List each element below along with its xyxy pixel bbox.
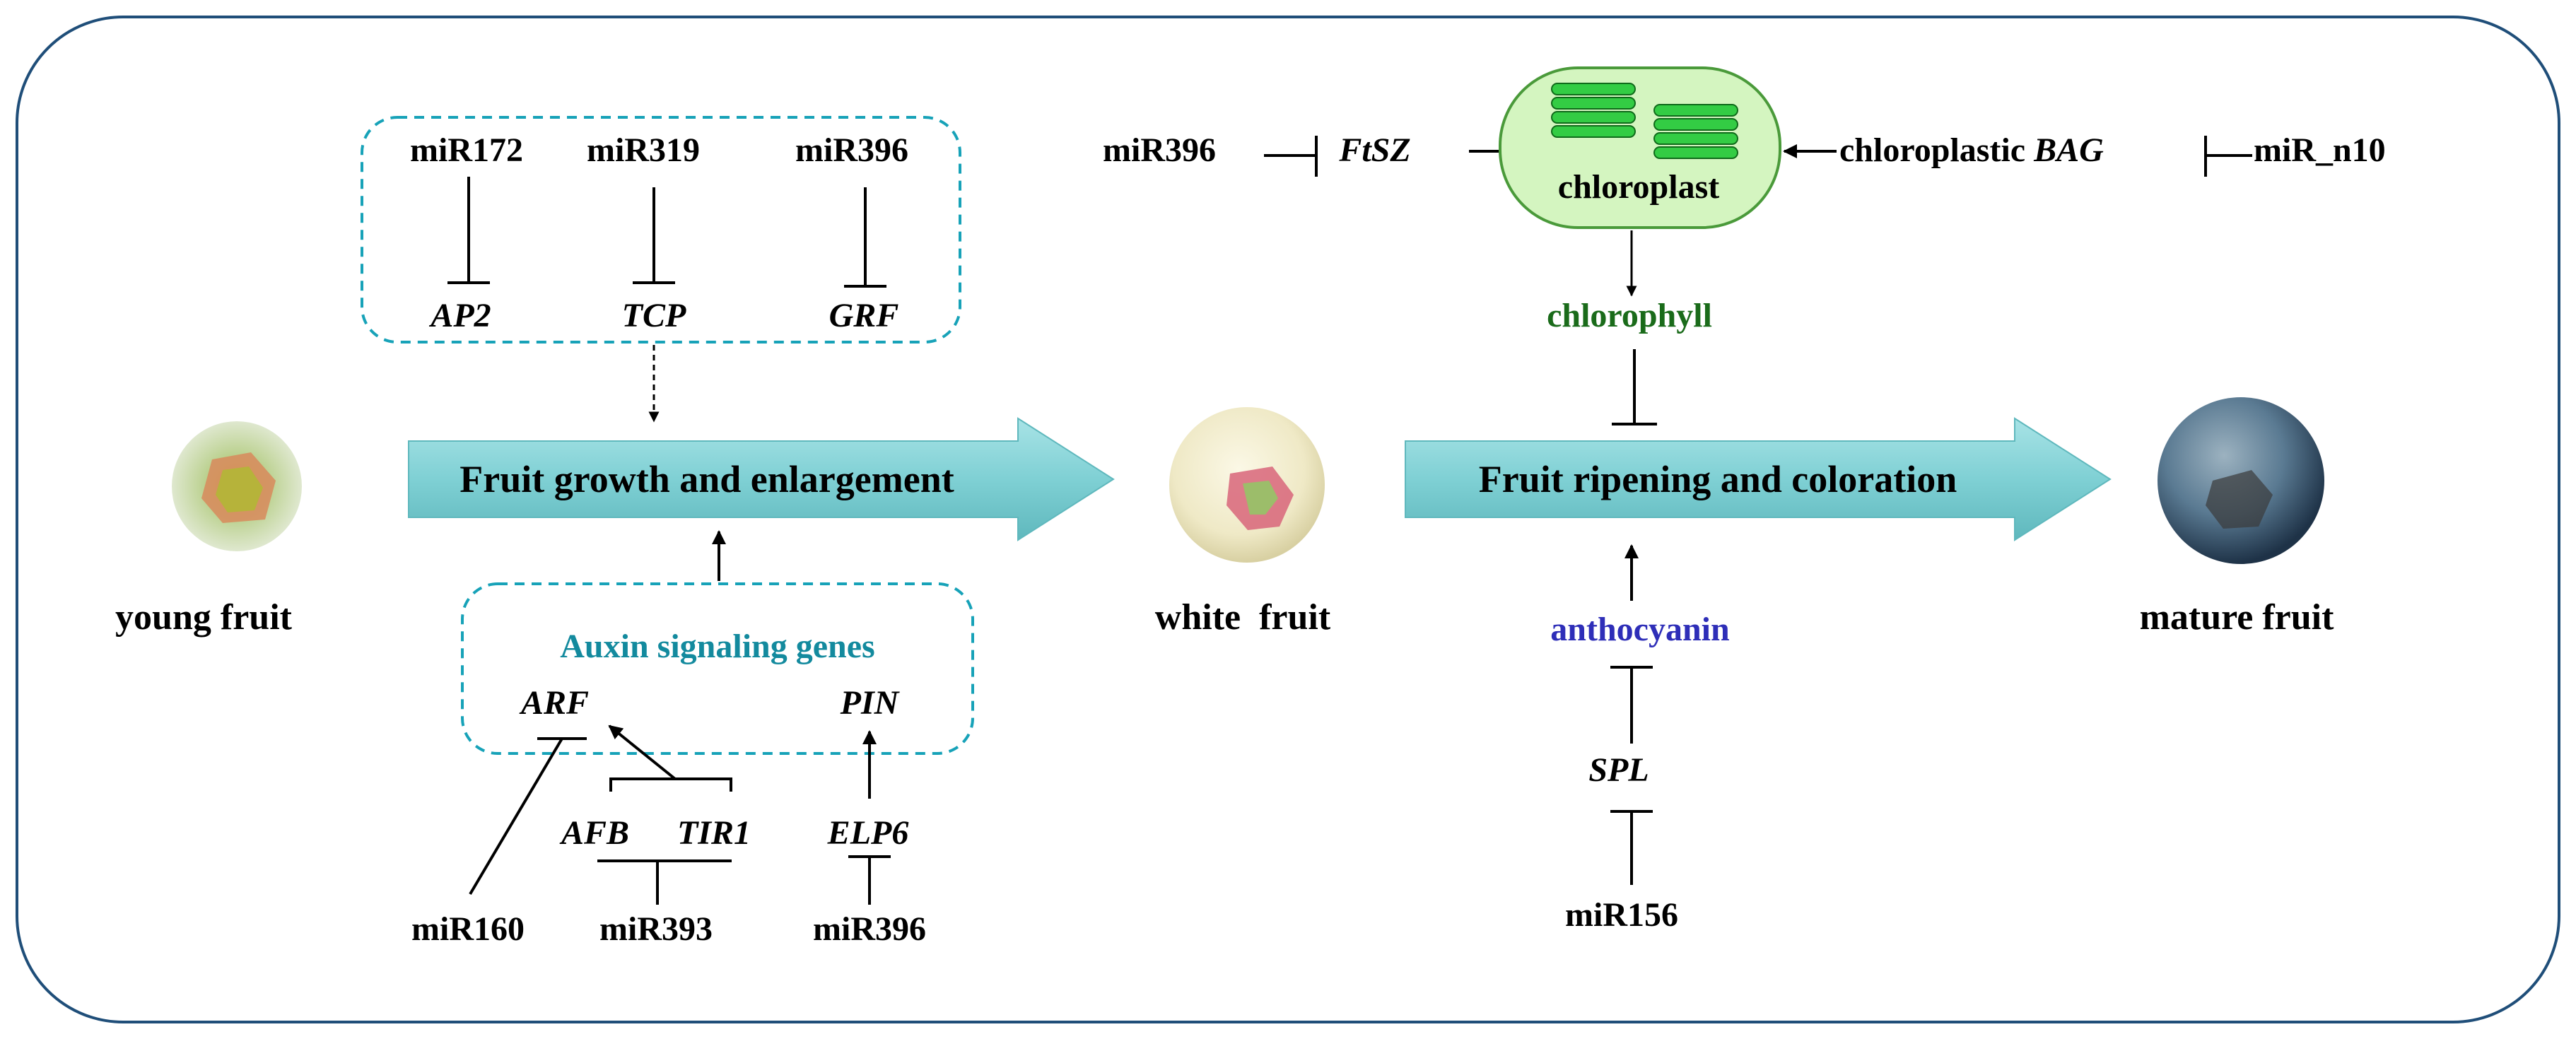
anthocyanin-label: anthocyanin — [1550, 611, 1729, 648]
chloroplast-label: chloroplast — [1558, 168, 1719, 206]
chloroplast-icon — [1499, 66, 1781, 229]
auxin-signaling-box — [461, 582, 974, 755]
mir156-spl-inhibition — [1610, 810, 1653, 885]
mir156-label: miR156 — [1565, 896, 1678, 934]
young-fruit-label: young fruit — [115, 597, 293, 638]
white-fruit-photo — [1169, 407, 1325, 563]
auxin-regulation-lines — [469, 724, 891, 905]
chloroplastic-bag-label: chloroplastic BAG — [1839, 131, 2104, 169]
elp6-gene: ELP6 — [827, 814, 909, 852]
ap2-gene: AP2 — [428, 297, 491, 334]
afb-gene: AFB — [559, 814, 629, 852]
chlorophyll-label: chlorophyll — [1547, 297, 1712, 334]
bag-gene: BAG — [2033, 131, 2104, 169]
white-fruit-label: white fruit — [1155, 597, 1331, 638]
thylakoid-stack-icon — [1551, 83, 1738, 159]
mature-fruit-label: mature fruit — [2140, 597, 2335, 638]
top-regulation-box — [361, 116, 961, 344]
mature-fruit-photo — [2158, 397, 2324, 564]
tir1-gene: TIR1 — [677, 814, 751, 852]
growth-arrow — [408, 417, 1115, 541]
spl-anthocyanin-inhibition — [1610, 666, 1653, 744]
mir396-top-label: miR396 — [795, 131, 908, 169]
growth-arrow-label: Fruit growth and enlargement — [459, 458, 954, 500]
mir160-label: miR160 — [411, 910, 525, 948]
chlorophyll-ripening-inhibition — [1612, 349, 1657, 425]
ripening-arrow — [1405, 417, 2112, 541]
young-fruit-photo — [172, 421, 302, 551]
spl-gene: SPL — [1588, 751, 1649, 789]
mirn10-bag-inhibition — [2204, 136, 2252, 177]
mir396-bottom-label: miR396 — [813, 910, 926, 948]
mir172-label: miR172 — [410, 131, 523, 169]
mir319-label: miR319 — [587, 131, 700, 169]
auxin-box-title: Auxin signaling genes — [560, 628, 874, 665]
ftsz-gene: FtSZ — [1338, 131, 1410, 169]
mir393-label: miR393 — [599, 910, 713, 948]
pin-gene: PIN — [840, 684, 901, 722]
mir-n10-label: miR_n10 — [2254, 131, 2386, 169]
tcp-gene: TCP — [622, 297, 686, 334]
grf-gene: GRF — [829, 297, 899, 334]
ripening-arrow-label: Fruit ripening and coloration — [1479, 458, 1957, 500]
mir396-ftsz-inhibition — [1264, 136, 1318, 177]
arf-gene: ARF — [519, 684, 589, 722]
mir396-chloroplast-label: miR396 — [1103, 131, 1216, 169]
inhibition-lines-top — [447, 177, 886, 288]
